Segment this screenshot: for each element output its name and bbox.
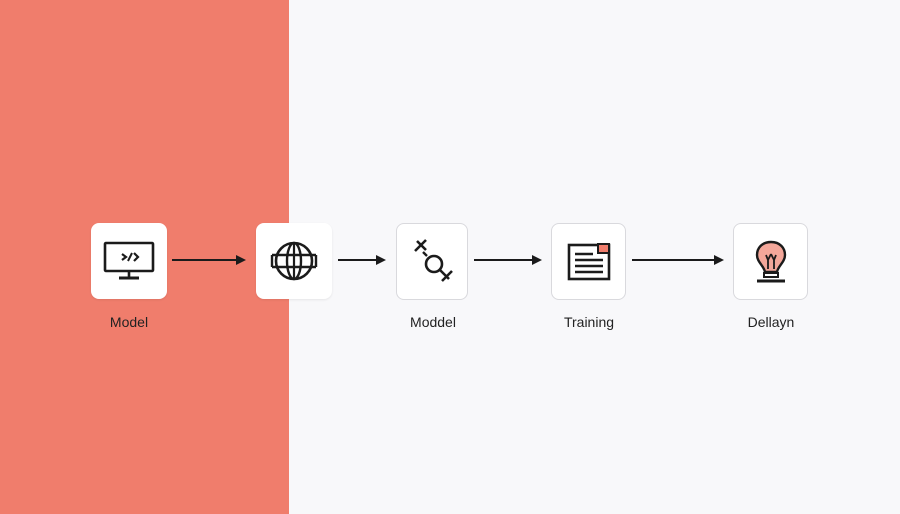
lightbulb-icon <box>755 240 786 282</box>
flow-arrow <box>338 255 386 265</box>
node-dellayn <box>733 223 808 300</box>
flow-arrow <box>474 255 542 265</box>
node-training <box>551 223 626 300</box>
node-label-model: Model <box>109 314 149 330</box>
node-label-dellayn: Dellayn <box>747 314 795 330</box>
flow-arrow <box>632 255 724 265</box>
node-globe <box>256 223 332 299</box>
node-label-training: Training <box>563 314 615 330</box>
node-model <box>91 223 167 299</box>
globe-icon <box>270 241 318 281</box>
monitor-code-icon <box>103 241 155 280</box>
node-label-moddel: Moddel <box>410 314 456 330</box>
document-form-icon <box>567 242 610 280</box>
gender-symbol-icon <box>414 238 453 282</box>
flow-arrow <box>172 255 246 265</box>
node-moddel <box>396 223 468 300</box>
